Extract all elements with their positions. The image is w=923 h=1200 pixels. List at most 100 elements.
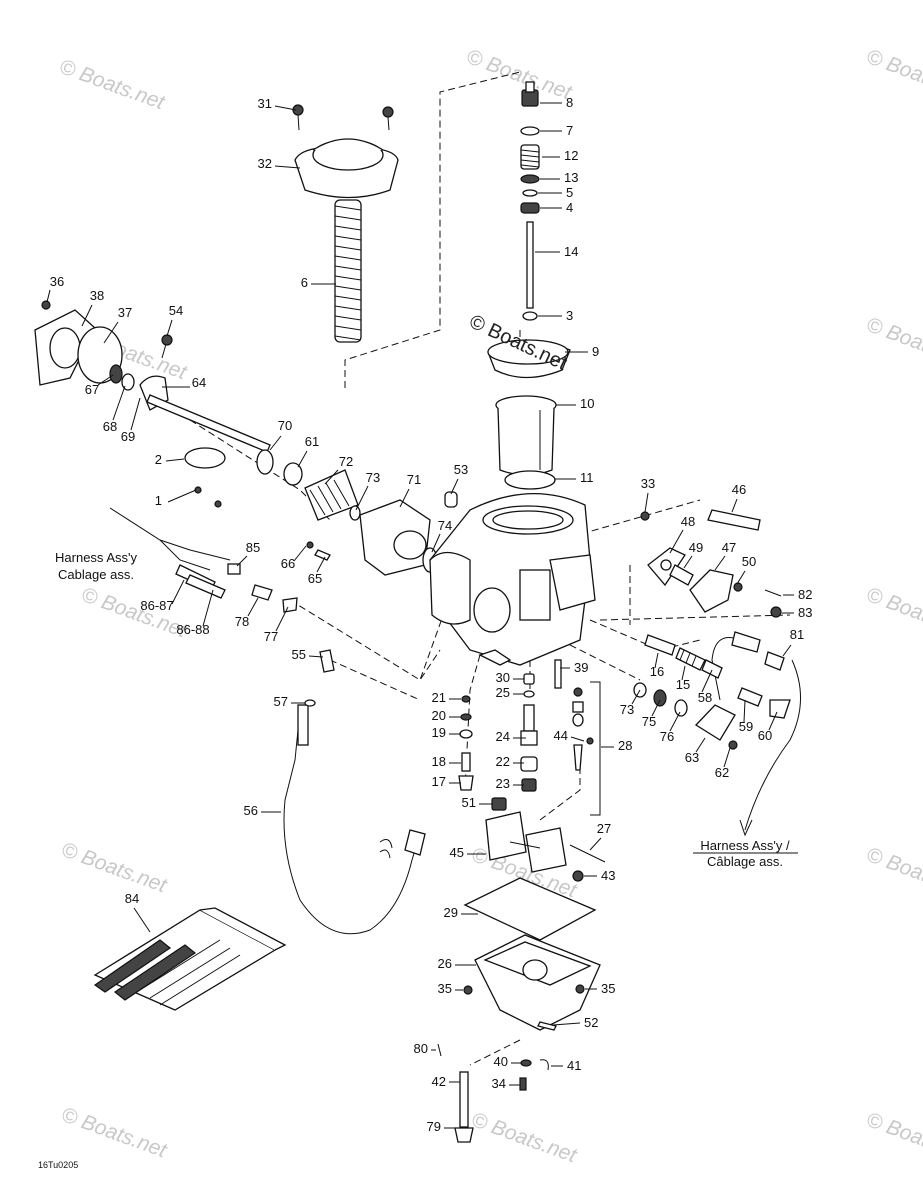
part-number-label: 67 xyxy=(85,382,99,397)
screw-33 xyxy=(640,511,650,521)
harness-wire-right xyxy=(744,659,801,831)
part-number-label: 62 xyxy=(715,765,729,780)
part-number-label: 34 xyxy=(492,1076,506,1091)
part-number-label: 2 xyxy=(155,452,162,467)
leader-line xyxy=(316,556,326,573)
leader-line xyxy=(274,105,297,111)
leader-line xyxy=(681,665,686,681)
cap-60 xyxy=(769,699,791,719)
part-number-label: 55 xyxy=(292,647,306,662)
float-bowl-26 xyxy=(474,934,601,1031)
leader-line xyxy=(450,478,459,495)
part-number-label: 76 xyxy=(660,729,674,744)
part-number-label: 60 xyxy=(758,728,772,743)
part-number-label: 84 xyxy=(125,891,139,906)
part-number-label: 58 xyxy=(698,690,712,705)
part-number-label: 35 xyxy=(438,981,452,996)
slide-spring-6 xyxy=(334,199,362,343)
part-number-label: 31 xyxy=(258,96,272,111)
part-number-label: 50 xyxy=(742,554,756,569)
plate-2 xyxy=(184,447,226,469)
part-number-label: 13 xyxy=(564,170,578,185)
leader-line xyxy=(570,736,585,742)
part-number-label: 68 xyxy=(103,419,117,434)
leader-line xyxy=(166,319,173,337)
harness-arrow xyxy=(739,819,753,837)
slide-10 xyxy=(495,395,557,476)
leader-line xyxy=(103,321,119,344)
part-number-label: 25 xyxy=(496,685,510,700)
needle-stack xyxy=(520,81,540,321)
part-number-label: 59 xyxy=(739,719,753,734)
leader-line xyxy=(695,737,706,753)
screw-31 xyxy=(292,104,304,131)
leader-line xyxy=(589,837,602,851)
watermark: © Boats.net xyxy=(863,45,923,105)
leader-line xyxy=(202,589,214,627)
leader-line xyxy=(631,689,641,705)
part-number-label: 26 xyxy=(438,956,452,971)
part-number-label: 51 xyxy=(462,795,476,810)
part-number-label: 12 xyxy=(564,148,578,163)
leader-line xyxy=(768,711,778,731)
ring-73 xyxy=(349,505,361,521)
hose-81 xyxy=(711,631,785,701)
part-number-label: 38 xyxy=(90,288,104,303)
part-number-label: 27 xyxy=(597,821,611,836)
part-number-label: 10 xyxy=(580,396,594,411)
leader-line xyxy=(269,435,282,451)
harness-caption-right: Harness Ass'y / Câblage ass. xyxy=(693,838,798,869)
watermark: © Boats.net xyxy=(78,583,190,643)
leader-line xyxy=(275,606,289,632)
part-number-label: 23 xyxy=(496,776,510,791)
leader-line xyxy=(552,1022,581,1026)
part-number-label: 15 xyxy=(676,677,690,692)
watermark: © Boats.net xyxy=(863,313,923,373)
part-number-label: 85 xyxy=(246,540,260,555)
choke-housing-71 xyxy=(359,499,431,576)
cable-56 xyxy=(283,699,426,935)
leader-line xyxy=(130,397,141,431)
screw-36 xyxy=(41,300,51,310)
part-number-label: 70 xyxy=(278,418,292,433)
part-number-label: 86-88 xyxy=(176,622,209,637)
harness-caption-line2: Câblage ass. xyxy=(707,854,783,869)
part-number-label: 11 xyxy=(580,470,594,485)
tool-kit-84 xyxy=(93,907,287,1011)
watermark: © Boats.net xyxy=(468,1108,580,1168)
leader-line xyxy=(723,747,731,768)
part-number-label: 57 xyxy=(274,694,288,709)
part-number-label: 32 xyxy=(258,156,272,171)
part-number-label: 20 xyxy=(432,708,446,723)
part-number-label: 81 xyxy=(790,627,804,642)
hose-46 xyxy=(707,509,761,531)
part-number-label: 46 xyxy=(732,482,746,497)
part-number-label: 14 xyxy=(564,244,578,259)
part-number-label: 33 xyxy=(641,476,655,491)
top-cap-32 xyxy=(294,138,399,199)
leader-line xyxy=(81,304,93,327)
part-number-label: 7 xyxy=(566,123,573,138)
leader-line xyxy=(654,652,659,669)
watermark: © Boats.net xyxy=(863,1108,923,1168)
parts xyxy=(34,81,801,1143)
part-number-label: 56 xyxy=(244,803,258,818)
spring-49 xyxy=(669,564,694,586)
plug-53 xyxy=(444,491,458,508)
part-number-label: 78 xyxy=(235,614,249,629)
harness-caption-line1: Harness Ass'y xyxy=(55,550,137,565)
part-number-label: 61 xyxy=(305,434,319,449)
leader-line xyxy=(236,555,248,567)
parts-40-41-34 xyxy=(519,1059,549,1091)
part-number-label: 74 xyxy=(438,518,452,533)
leader-line xyxy=(669,711,681,732)
carburetor-body xyxy=(429,493,596,666)
watermark: © Boats.net xyxy=(863,843,923,903)
leader-line xyxy=(399,488,410,508)
part-number-label: 86-87 xyxy=(140,598,173,613)
part-number-label: 4 xyxy=(566,200,573,215)
screw-52 xyxy=(537,1021,557,1031)
part-number-label: 73 xyxy=(620,702,634,717)
harness-caption-line2: Cablage ass. xyxy=(58,567,134,582)
